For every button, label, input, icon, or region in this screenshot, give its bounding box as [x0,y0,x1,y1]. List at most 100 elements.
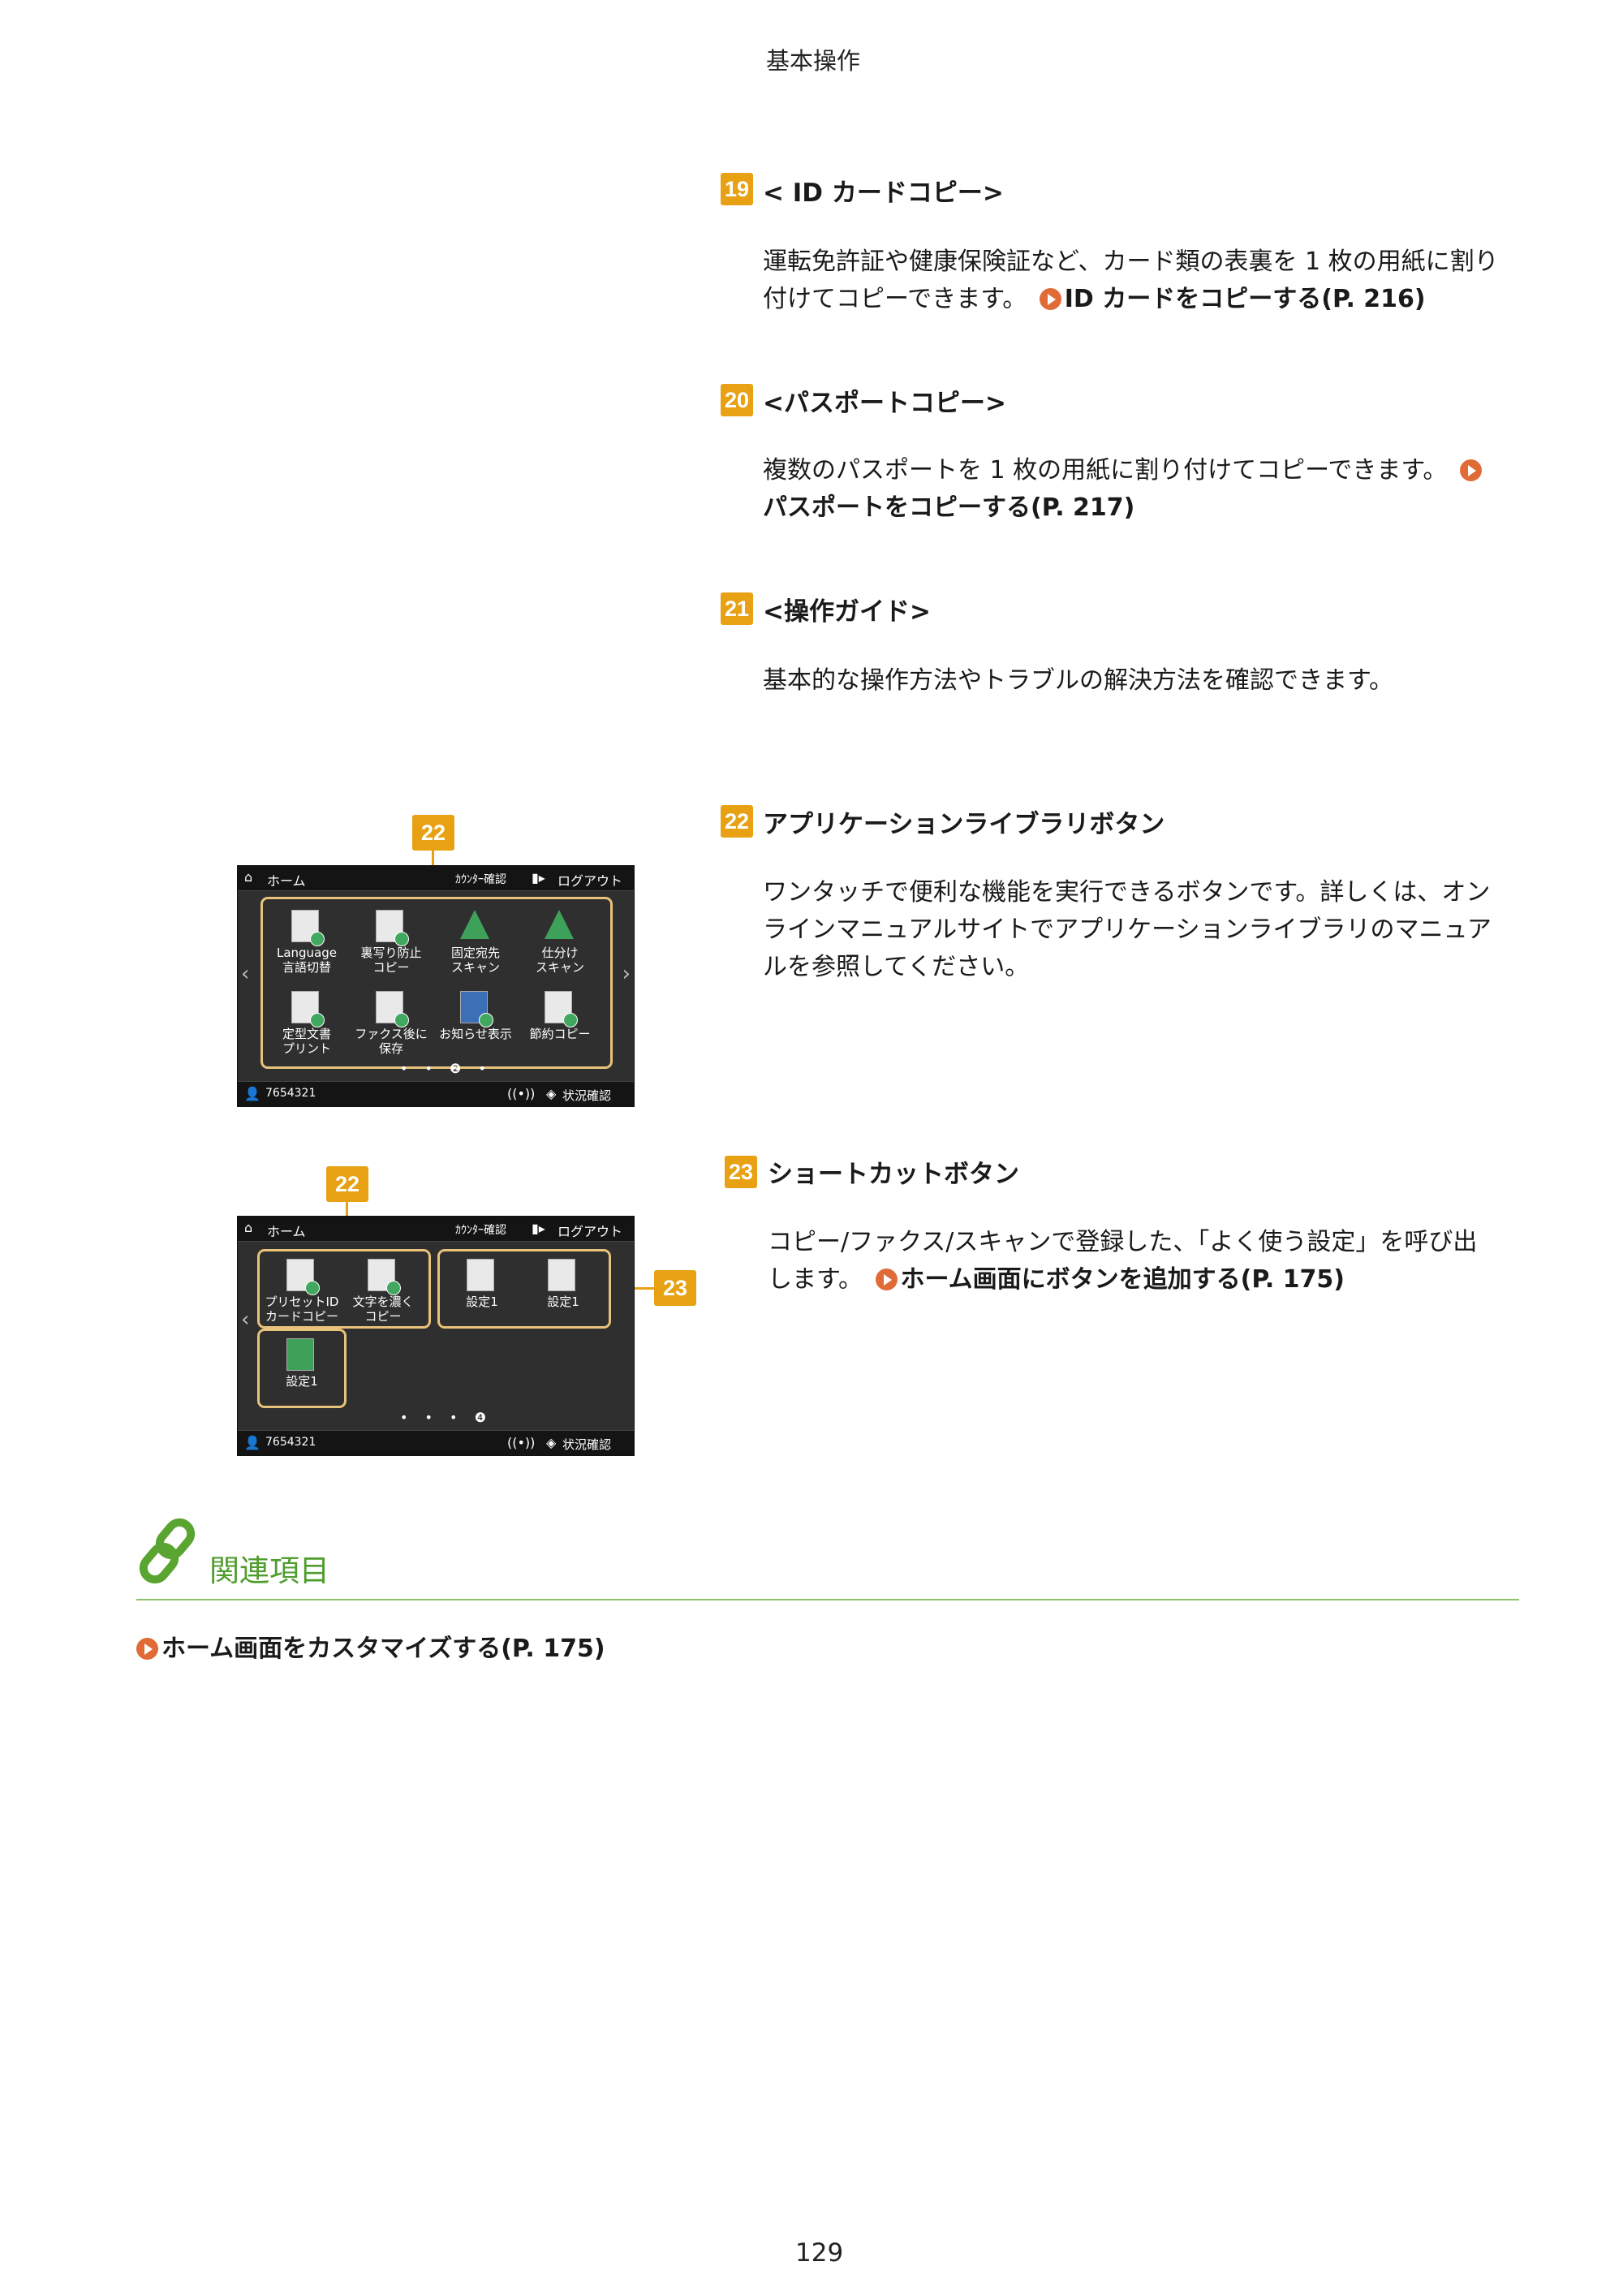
user-icon: 👤 [244,1435,260,1450]
app-icon [368,1259,401,1295]
section-body: 運転免許証や健康保険証など、カード類の表裏を 1 枚の用紙に割り 付けてコピーで… [763,243,1513,318]
body-line: 付けてコピーできます。 [763,285,1027,313]
body-line: ルを参照してください。 [763,953,1030,981]
app-button[interactable]: お知らせ表示 [434,983,517,1064]
user-icon: 👤 [244,1086,260,1101]
section-title: ショートカットボタン [768,1160,1019,1189]
status-check-button[interactable]: 状況確認 [562,1437,612,1452]
counter-check-button[interactable]: ｶｳﾝﾀｰ確認 [455,873,506,886]
chain-link-icon [139,1518,196,1584]
home-icon[interactable]: ⌂ [244,1220,253,1235]
callout-badge: 23 [654,1270,696,1306]
link-arrow-icon [1039,288,1061,310]
callout-badge: 22 [326,1166,368,1202]
section-body: コピー/ファクス/スキャンで登録した、「よく使う設定」を呼び出 します。 ホーム… [768,1224,1518,1299]
section-title: アプリケーションライブラリボタン [763,810,1165,839]
shortcut-icon [548,1259,575,1291]
section-body: 複数のパスポートを 1 枚の用紙に割り付けてコピーできます。 パスポートをコピー… [763,452,1513,527]
section-number-badge: 21 [721,592,753,625]
link-arrow-icon [875,1269,898,1290]
app-button[interactable]: 固定宛先スキャン [434,902,517,983]
app-button[interactable]: 定型文書プリント [265,983,348,1064]
wifi-icon: ((•)) [507,1435,536,1450]
tile-label: 仕分け [541,946,579,960]
tile-label: 定型文書 [282,1027,331,1041]
logout-icon: ▮▸ [532,870,545,885]
page-indicator: • • • ❹ [400,1410,493,1425]
chevron-left-icon[interactable]: ‹ [241,962,250,986]
shortcut-icon [286,1338,314,1371]
logout-button[interactable]: ログアウト [558,873,623,889]
section-body: 基本的な操作方法やトラブルの解決方法を確認できます。 [763,662,1513,700]
scan-sort-icon [545,910,574,939]
app-library-frame [257,1249,431,1329]
tile-label: 保存 [378,1041,403,1056]
related-items-title: 関連項目 [209,1553,329,1588]
page-number: 129 [795,2238,844,2268]
body-line: ラインマニュアルサイトでアプリケーションライブラリのマニュア [763,915,1492,944]
tile-label: ファクス後に [355,1027,428,1041]
status-icon: ◈ [546,1086,557,1101]
home-label: ホーム [267,1224,306,1239]
shortcut-frame [257,1329,347,1408]
section-title: < ID カードコピー> [763,179,1004,208]
app-button[interactable]: 裏写り防止コピー [350,902,433,983]
chevron-left-icon[interactable]: ‹ [241,1307,250,1332]
screen-top-bar: ⌂ ホーム ｶｳﾝﾀｰ確認 ▮▸ ログアウト [238,866,634,891]
user-id: 7654321 [265,1087,316,1100]
body-line: 運転免許証や健康保険証など、カード類の表裏を 1 枚の用紙に割り [763,248,1499,276]
tile-label: 言語切替 [282,960,331,975]
app-icon [286,1259,320,1295]
shortcut-button[interactable]: 設定1 [441,1251,523,1332]
link-arrow-icon [136,1638,158,1660]
section-number-badge: 22 [721,805,753,838]
tile-label: 文字を濃く [352,1294,414,1309]
tile-label: 固定宛先 [450,946,500,960]
related-link[interactable]: ホーム画面をカスタマイズする(P. 175) [161,1635,605,1663]
app-button[interactable]: ファクス後に保存 [350,983,433,1064]
app-button[interactable]: 節約コピー [519,983,601,1064]
screen-bottom-bar: 👤 7654321 ((•)) ◈ 状況確認 [238,1430,634,1455]
callout-badge: 22 [412,815,454,851]
page-indicator: • • ❷ • [400,1061,493,1076]
tile-label: コピー [372,960,410,975]
shortcut-button[interactable]: 設定1 [260,1330,343,1411]
home-label: ホーム [267,873,306,889]
counter-check-button[interactable]: ｶｳﾝﾀｰ確認 [455,1224,506,1237]
reference-link[interactable]: ホーム画面にボタンを追加する(P. 175) [900,1265,1345,1294]
section-title: <操作ガイド> [763,597,931,627]
link-arrow-icon [1459,459,1482,481]
app-button[interactable]: 文字を濃くコピー [342,1251,424,1332]
home-icon[interactable]: ⌂ [244,869,253,885]
chevron-right-icon[interactable]: › [622,962,631,986]
shortcut-button[interactable]: 設定1 [522,1251,605,1332]
app-icon [376,910,409,946]
tile-label: プリント [282,1041,331,1056]
app-icon [376,991,409,1027]
tile-label: お知らせ表示 [439,1027,512,1041]
reference-link[interactable]: ID カードをコピーする(P. 216) [1064,285,1426,313]
screen-top-bar: ⌂ ホーム ｶｳﾝﾀｰ確認 ▮▸ ログアウト [238,1217,634,1242]
scan-destination-icon [460,910,489,939]
tile-label: カードコピー [265,1309,338,1324]
app-library-frame [260,897,613,1069]
section-number-badge: 23 [725,1156,757,1188]
related-link-item[interactable]: ホーム画面をカスタマイズする(P. 175) [136,1628,605,1664]
reference-link[interactable]: パスポートをコピーする(P. 217) [763,493,1135,522]
tile-label: 設定1 [547,1294,579,1309]
status-check-button[interactable]: 状況確認 [562,1088,612,1103]
screen-bottom-bar: 👤 7654321 ((•)) ◈ 状況確認 [238,1081,634,1106]
notice-icon [460,991,493,1027]
section-title: <パスポートコピー> [763,389,1006,418]
app-icon [291,910,325,946]
logout-button[interactable]: ログアウト [558,1224,623,1239]
app-button[interactable]: 仕分けスキャン [519,902,601,983]
tile-label: 設定1 [466,1294,498,1309]
tile-label: Language [276,946,338,960]
tile-label: 節約コピー [529,1027,591,1041]
tile-label: スキャン [450,960,500,975]
